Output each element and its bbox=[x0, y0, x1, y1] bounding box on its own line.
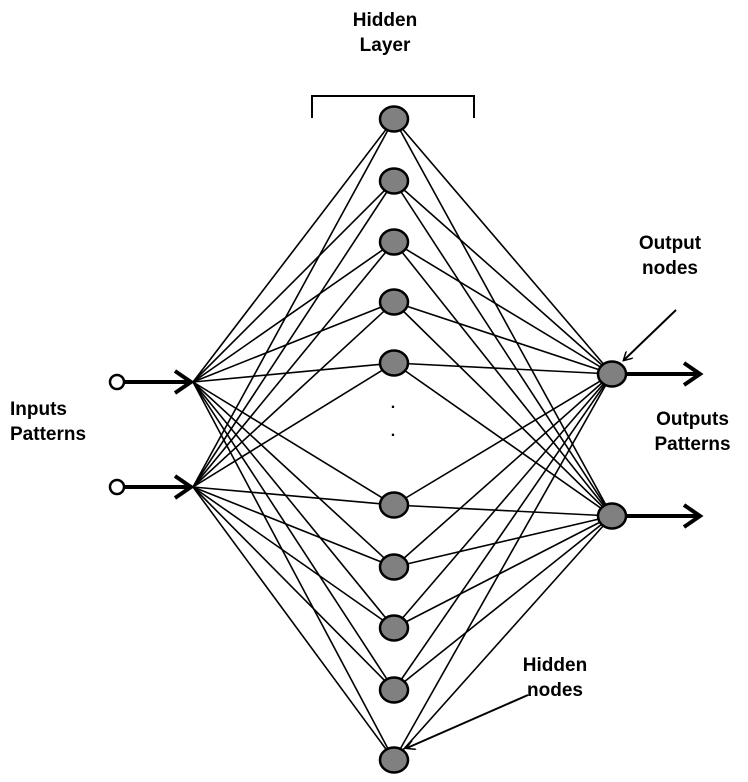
input-node-2 bbox=[108, 478, 126, 496]
outputs-patterns-label-line2: Patterns bbox=[654, 434, 731, 455]
output-nodes-label-line1: Output bbox=[638, 233, 702, 254]
edge-hidden2-output1 bbox=[393, 180, 613, 375]
edge-hidden3-output2 bbox=[393, 241, 613, 517]
edge-input2-hidden2 bbox=[192, 180, 395, 488]
hidden-node-2 bbox=[378, 167, 410, 195]
hidden-nodes-label: Hidden nodes bbox=[505, 653, 605, 703]
hidden-node-5 bbox=[378, 349, 410, 377]
inputs-patterns-label-line2: Patterns bbox=[10, 424, 87, 445]
hidden-nodes-pointer-arrow bbox=[407, 694, 529, 748]
edge-hidden5-output1 bbox=[393, 362, 613, 375]
edge-hidden2-output2 bbox=[393, 180, 613, 517]
edge-input1-hidden6 bbox=[192, 381, 395, 506]
hidden-layer-label-line2: Layer bbox=[359, 35, 411, 56]
edge-hidden8-output2 bbox=[393, 515, 613, 629]
hidden-node-3 bbox=[378, 228, 410, 256]
hidden-nodes-label-line1: Hidden bbox=[522, 655, 588, 676]
edge-hidden6-output2 bbox=[393, 504, 613, 517]
edge-input1-hidden4 bbox=[192, 301, 395, 383]
edge-input1-hidden5 bbox=[192, 362, 395, 383]
inputs-patterns-label: Inputs Patterns bbox=[10, 397, 120, 447]
edge-input1-hidden2 bbox=[192, 180, 395, 383]
output-nodes-label: Output nodes bbox=[620, 231, 720, 281]
pointer-arrows bbox=[407, 309, 677, 748]
hidden-node-9 bbox=[378, 676, 410, 704]
hidden-node-4 bbox=[378, 288, 410, 316]
input-arrow-head-1 bbox=[173, 369, 195, 395]
edge-hidden8-output1 bbox=[393, 373, 613, 629]
hidden-node-6 bbox=[378, 491, 410, 519]
hidden-node-1 bbox=[378, 105, 410, 133]
ellipsis-dot-1: . bbox=[390, 395, 396, 412]
edge-input2-hidden3 bbox=[192, 241, 395, 488]
outputs-patterns-label-line1: Outputs bbox=[656, 409, 729, 430]
hidden-node-7 bbox=[378, 553, 410, 581]
edge-input2-hidden7 bbox=[192, 486, 395, 568]
edge-input2-hidden5 bbox=[192, 362, 395, 488]
edge-hidden10-output2 bbox=[393, 515, 613, 761]
edge-hidden9-output1 bbox=[393, 373, 613, 691]
output-nodes-pointer-arrow bbox=[624, 309, 677, 360]
edge-input1-hidden8 bbox=[192, 381, 395, 629]
hidden-node-8 bbox=[378, 614, 410, 642]
input-arrow-head-2 bbox=[173, 474, 195, 500]
hidden-nodes-label-line2: nodes bbox=[527, 680, 583, 701]
edge-input1-hidden7 bbox=[192, 381, 395, 568]
edge-hidden1-output1 bbox=[393, 118, 613, 375]
input-node-1 bbox=[108, 373, 126, 391]
edge-hidden7-output1 bbox=[393, 373, 613, 568]
edge-hidden4-output1 bbox=[393, 301, 613, 375]
edge-input2-hidden4 bbox=[192, 301, 395, 488]
edge-input2-hidden1 bbox=[192, 118, 395, 488]
edge-hidden3-output1 bbox=[393, 241, 613, 375]
edge-hidden10-output1 bbox=[393, 373, 613, 761]
nodes bbox=[108, 105, 628, 774]
bracket-line bbox=[311, 95, 475, 118]
edge-hidden1-output2 bbox=[393, 118, 613, 517]
edge-input2-hidden6 bbox=[192, 486, 395, 506]
output-node-2 bbox=[596, 502, 628, 530]
edge-hidden4-output2 bbox=[393, 301, 613, 517]
hidden-layer-bracket bbox=[311, 95, 475, 118]
hidden-node-10 bbox=[378, 746, 410, 774]
edge-input1-hidden9 bbox=[192, 381, 395, 691]
connections bbox=[192, 118, 613, 761]
edge-input2-hidden9 bbox=[192, 486, 395, 691]
edge-input1-hidden1 bbox=[192, 118, 395, 383]
edge-input2-hidden8 bbox=[192, 486, 395, 629]
output-node-1 bbox=[596, 360, 628, 388]
edge-hidden6-output1 bbox=[393, 373, 613, 506]
edge-input1-hidden3 bbox=[192, 241, 395, 383]
edge-input1-hidden10 bbox=[192, 381, 395, 761]
output-nodes-label-line2: nodes bbox=[642, 258, 698, 279]
hidden-layer-label-line1: Hidden bbox=[352, 10, 418, 31]
hidden-layer-label: Hidden Layer bbox=[330, 8, 440, 58]
inputs-patterns-label-line1: Inputs bbox=[10, 399, 67, 420]
output-arrow-head-2 bbox=[682, 503, 704, 529]
edge-hidden9-output2 bbox=[393, 515, 613, 691]
edge-hidden7-output2 bbox=[393, 515, 613, 568]
outputs-patterns-label: Outputs Patterns bbox=[640, 407, 745, 457]
edge-input2-hidden10 bbox=[192, 486, 395, 761]
ellipsis-dot-2: . bbox=[390, 423, 396, 440]
output-arrow-head-1 bbox=[682, 361, 704, 387]
io-arrows bbox=[123, 361, 704, 529]
